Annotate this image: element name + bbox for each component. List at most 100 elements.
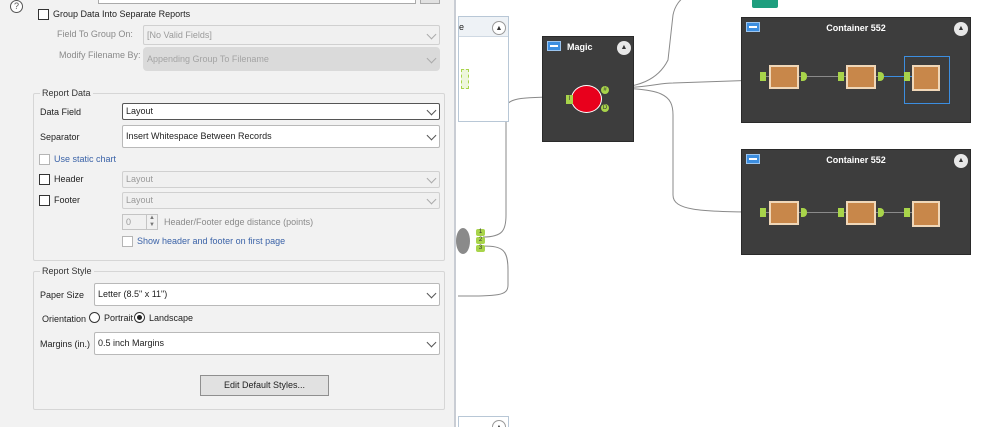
use-static-chart-label: Use static chart: [54, 154, 117, 164]
container-552-a[interactable]: Container 552 ▲: [741, 17, 971, 123]
connector-join-to-left: [458, 245, 509, 297]
chevron-down-icon: [426, 288, 437, 299]
render-tool-icon[interactable]: [912, 65, 940, 91]
spin-arrows-icon[interactable]: ▲▼: [146, 215, 157, 229]
header-checkbox[interactable]: [39, 174, 50, 185]
output-path-field[interactable]: [98, 0, 416, 4]
magic-tool-icon[interactable]: [571, 85, 602, 113]
container-icon[interactable]: [746, 154, 760, 164]
edge-distance-label: Header/Footer edge distance (points): [164, 217, 314, 227]
portrait-label: Portrait: [104, 313, 134, 323]
magic-output-anchor-2[interactable]: D: [601, 104, 609, 112]
chevron-down-icon: [426, 130, 437, 141]
margins-label: Margins (in.): [40, 339, 91, 349]
modify-filename-label: Modify Filename By:: [59, 50, 141, 60]
edge-distance-spinner[interactable]: 0 ▲▼: [122, 214, 158, 230]
output-anchor[interactable]: [878, 208, 884, 217]
footer-value: Layout: [126, 195, 154, 205]
portrait-radio[interactable]: [89, 312, 100, 323]
configuration-panel: ? Group Data Into Separate Reports Field…: [0, 0, 456, 427]
connector: [762, 76, 884, 77]
anchor-1[interactable]: 1: [476, 229, 485, 236]
orientation-label: Orientation: [42, 314, 87, 324]
input-anchor[interactable]: [904, 208, 910, 217]
container-1-title: Container 552: [826, 23, 886, 33]
footer-label: Footer: [54, 195, 81, 205]
collapse-icon[interactable]: ▲: [492, 21, 506, 35]
collapse-icon[interactable]: ▲: [492, 420, 506, 427]
gear-tool-icon[interactable]: [456, 228, 470, 254]
input-anchor[interactable]: [760, 208, 766, 217]
separator-value: Insert Whitespace Between Records: [126, 131, 272, 141]
chevron-down-icon: [426, 337, 437, 348]
layout-tool-icon[interactable]: [769, 201, 799, 225]
output-anchor[interactable]: [878, 72, 884, 81]
layout-tool-icon[interactable]: [769, 65, 799, 89]
paper-size-value: Letter (8.5" x 11"): [98, 289, 168, 299]
magic-input-anchor[interactable]: I: [566, 95, 573, 104]
edge-distance-value: 0: [126, 217, 132, 227]
data-field-value: Layout: [126, 106, 154, 116]
chevron-down-icon: [426, 105, 437, 116]
table-tool-icon[interactable]: [752, 0, 778, 8]
collapse-icon[interactable]: ▲: [954, 154, 968, 168]
chevron-down-icon: [426, 194, 437, 205]
collapse-icon[interactable]: ▲: [954, 22, 968, 36]
input-anchor[interactable]: [760, 72, 766, 81]
modify-filename-select[interactable]: Appending Group To Filename: [143, 47, 440, 71]
show-header-footer-checkbox[interactable]: [122, 236, 133, 247]
container-552-b[interactable]: Container 552 ▲: [741, 149, 971, 255]
collapse-icon[interactable]: ▲: [617, 41, 631, 55]
input-anchor[interactable]: [904, 72, 910, 81]
partial-container-title: e: [459, 22, 465, 32]
output-anchor[interactable]: [801, 208, 807, 217]
help-icon[interactable]: ?: [10, 0, 23, 13]
layout-tool-icon[interactable]: [846, 65, 876, 89]
container-icon[interactable]: [547, 41, 561, 51]
separator-label: Separator: [40, 132, 80, 142]
magic-output-anchor-1[interactable]: #: [601, 86, 609, 94]
field-to-group-value: [No Valid Fields]: [147, 30, 212, 40]
anchor-2[interactable]: 2: [476, 237, 485, 244]
render-tool-icon[interactable]: [912, 201, 940, 227]
partial-container-bottom[interactable]: ▲: [458, 416, 509, 427]
tool-anchor-icon: [461, 69, 469, 89]
chevron-down-icon: [426, 53, 437, 64]
browse-button[interactable]: [420, 0, 440, 4]
report-style-title: Report Style: [40, 266, 94, 276]
paper-size-select[interactable]: Letter (8.5" x 11"): [94, 283, 440, 306]
header-select[interactable]: Layout: [122, 171, 440, 188]
connector-magic-to-container2: [607, 87, 761, 213]
landscape-radio[interactable]: [134, 312, 145, 323]
separator-select[interactable]: Insert Whitespace Between Records: [122, 125, 440, 148]
partial-container[interactable]: e ▲: [458, 16, 509, 122]
magic-container[interactable]: Magic ▲ I # D: [542, 36, 634, 142]
connector: [762, 212, 912, 213]
margins-select[interactable]: 0.5 inch Margins: [94, 332, 440, 355]
chevron-down-icon: [426, 29, 437, 40]
field-to-group-label: Field To Group On:: [57, 29, 133, 39]
layout-tool-icon[interactable]: [846, 201, 876, 225]
data-field-label: Data Field: [40, 107, 82, 117]
input-anchor[interactable]: [838, 72, 844, 81]
connector-selected: [884, 76, 912, 77]
report-data-group: Report Data: [33, 88, 445, 261]
magic-container-title: Magic: [567, 42, 593, 52]
report-data-title: Report Data: [40, 88, 93, 98]
chevron-down-icon: [426, 173, 437, 184]
anchor-3[interactable]: 3: [476, 245, 485, 252]
use-static-chart-checkbox[interactable]: [39, 154, 50, 165]
report-style-group: Report Style: [33, 266, 445, 410]
input-anchor[interactable]: [838, 208, 844, 217]
container-icon[interactable]: [746, 22, 760, 32]
output-anchor[interactable]: [801, 72, 807, 81]
group-data-checkbox[interactable]: [38, 9, 49, 20]
footer-select[interactable]: Layout: [122, 192, 440, 209]
workflow-canvas[interactable]: e ▲ ▲ 1 2 3 Magic ▲ I # D Container 552 …: [456, 0, 998, 427]
data-field-select[interactable]: Layout: [122, 103, 440, 120]
margins-value: 0.5 inch Margins: [98, 338, 165, 348]
footer-checkbox[interactable]: [39, 195, 50, 206]
header-label: Header: [54, 174, 84, 184]
edit-default-styles-button[interactable]: Edit Default Styles...: [200, 375, 329, 396]
field-to-group-select[interactable]: [No Valid Fields]: [143, 25, 440, 45]
